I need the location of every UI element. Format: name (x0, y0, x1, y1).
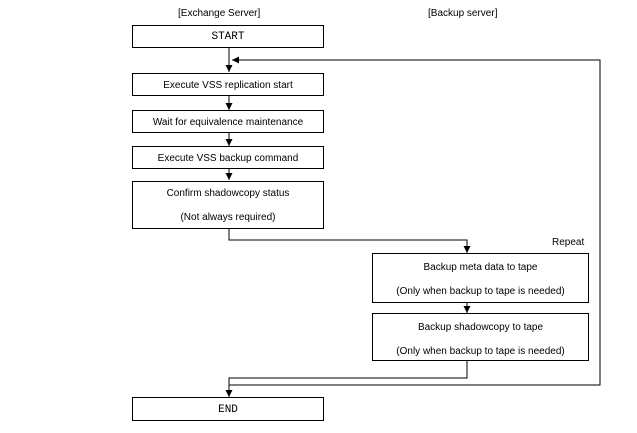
start-box: START (132, 25, 324, 48)
repeat-label: Repeat (552, 237, 585, 248)
vss-backup-command-box: Execute VSS backup command (132, 146, 324, 169)
backup-meta-box: Backup meta data to tape (Only when back… (372, 253, 589, 303)
column-header-exchange-server: [Exchange Server] (178, 8, 261, 19)
wait-equivalence-label: Wait for equivalence maintenance (152, 117, 304, 128)
vss-replication-start-box: Execute VSS replication start (132, 73, 324, 96)
vss-backup-command-label: Execute VSS backup command (157, 153, 299, 164)
wait-equivalence-box: Wait for equivalence maintenance (132, 110, 324, 133)
arrow-shadowcopy-to-end (225, 360, 468, 397)
backup-shadowcopy-box: Backup shadowcopy to tape (Only when bac… (372, 313, 589, 361)
confirm-shadowcopy-note: (Not always required) (180, 212, 276, 223)
backup-meta-note: (Only when backup to tape is needed) (396, 286, 565, 297)
confirm-shadowcopy-label: Confirm shadowcopy status (166, 188, 290, 199)
backup-shadowcopy-label: Backup shadowcopy to tape (417, 322, 544, 333)
backup-shadowcopy-note: (Only when backup to tape is needed) (396, 346, 565, 357)
end-label: END (218, 404, 238, 416)
end-box: END (132, 397, 324, 421)
column-header-backup-server: [Backup server] (428, 8, 498, 19)
vss-replication-start-label: Execute VSS replication start (163, 80, 293, 91)
arrow-repeat-loop (229, 56, 601, 386)
arrow-confirm-to-backup-meta (228, 228, 471, 253)
backup-meta-label: Backup meta data to tape (423, 262, 538, 273)
confirm-shadowcopy-box: Confirm shadowcopy status (Not always re… (132, 181, 324, 229)
start-label: START (211, 31, 245, 43)
